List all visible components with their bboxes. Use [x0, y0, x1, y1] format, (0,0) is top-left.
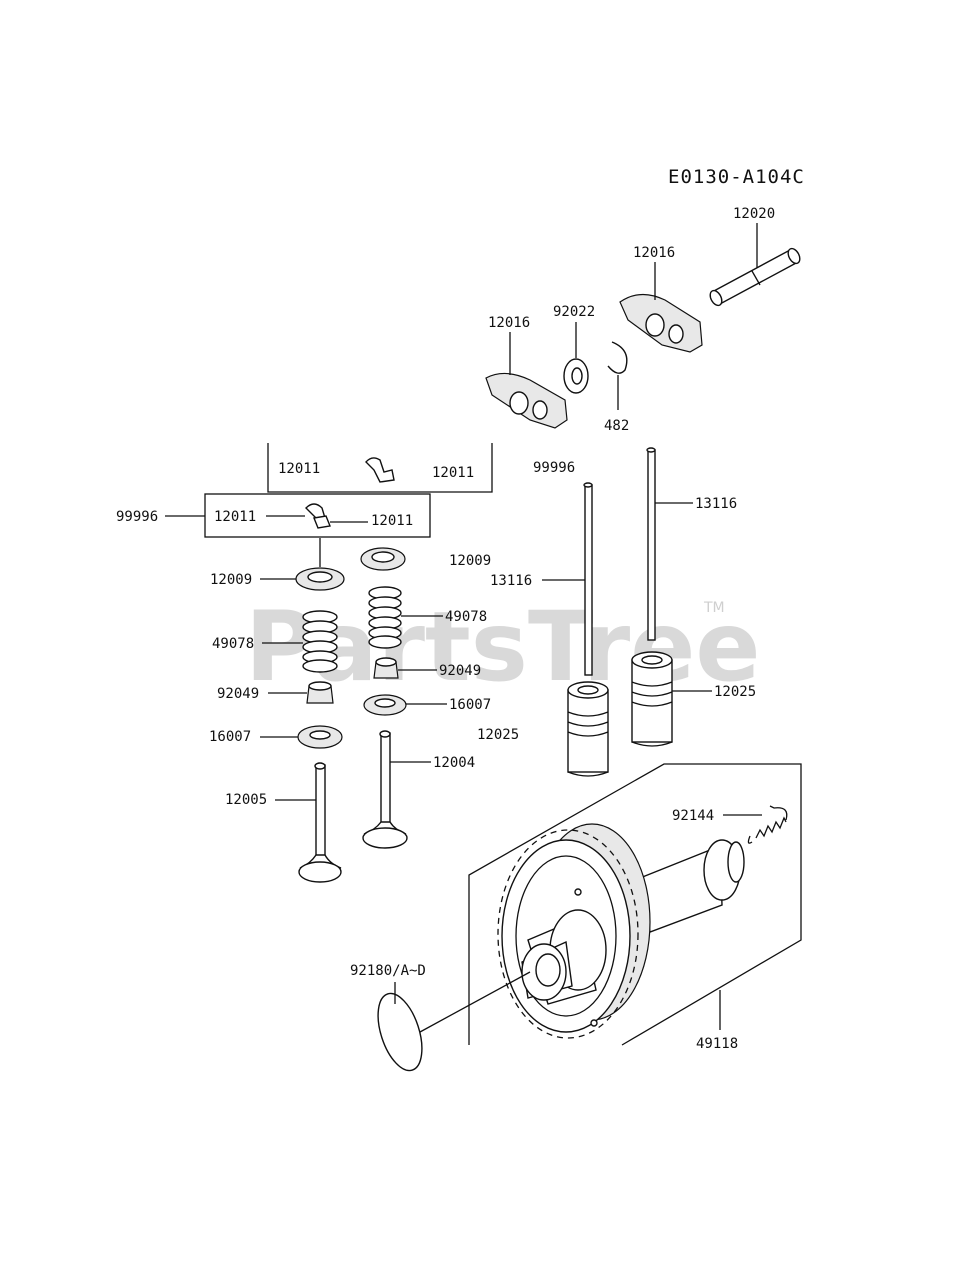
intake-valve-12004[interactable]: [362, 730, 431, 849]
label-92144[interactable]: 92144: [672, 808, 714, 824]
label-12005[interactable]: 12005: [225, 792, 267, 808]
label-49118[interactable]: 49118: [696, 1036, 738, 1052]
diagram-code: E0130-A104C: [668, 166, 805, 188]
label-12025-right[interactable]: 12025: [714, 684, 756, 700]
valve-spring-right-49078[interactable]: [368, 586, 443, 649]
exhaust-valve-12005[interactable]: [275, 762, 342, 883]
label-12011-inner-right[interactable]: 12011: [371, 513, 413, 529]
camshaft-49118[interactable]: [497, 823, 745, 1039]
label-49078-right[interactable]: 49078: [445, 609, 487, 625]
label-12016-left[interactable]: 12016: [488, 315, 530, 331]
label-92022[interactable]: 92022: [553, 304, 595, 320]
push-rod-left-13116[interactable]: [542, 482, 593, 676]
label-482[interactable]: 482: [604, 418, 629, 434]
label-49078-left[interactable]: 49078: [212, 636, 254, 652]
watermark-trademark: TM: [703, 600, 725, 616]
label-12011-upper-left[interactable]: 12011: [278, 461, 320, 477]
washer-92022[interactable]: [563, 322, 589, 394]
stem-seal-right-92049[interactable]: [373, 657, 437, 679]
label-12025-left[interactable]: 12025: [477, 727, 519, 743]
keeper-kit-box-99996: [165, 493, 431, 538]
label-16007-right[interactable]: 16007: [449, 697, 491, 713]
label-13116-left[interactable]: 13116: [490, 573, 532, 589]
label-12009-left[interactable]: 12009: [210, 572, 252, 588]
label-12011-upper-right[interactable]: 12011: [432, 465, 474, 481]
label-92180[interactable]: 92180/A~D: [350, 963, 426, 979]
rocker-arm-right-12016[interactable]: [619, 262, 703, 353]
label-12016-right[interactable]: 12016: [633, 245, 675, 261]
spring-92144[interactable]: [723, 805, 788, 844]
label-99996-kit[interactable]: 99996: [116, 509, 158, 525]
tappet-left-12025[interactable]: [567, 681, 609, 777]
rocker-shaft-12020[interactable]: [708, 223, 802, 307]
label-99996-pushrod[interactable]: 99996: [533, 460, 575, 476]
label-12009-right[interactable]: 12009: [449, 553, 491, 569]
label-92049-left[interactable]: 92049: [217, 686, 259, 702]
spring-seat-left-16007[interactable]: [260, 725, 343, 749]
rocker-arm-left-12016[interactable]: [485, 332, 568, 429]
valve-spring-left-49078[interactable]: [262, 610, 338, 673]
label-16007-left[interactable]: 16007: [209, 729, 251, 745]
stem-seal-left-92049[interactable]: [268, 681, 334, 704]
clip-482[interactable]: [607, 341, 628, 410]
keeper-kit-upper-box: [267, 443, 493, 493]
label-12004[interactable]: 12004: [433, 755, 475, 771]
camshaft-box: [468, 763, 802, 1046]
label-92049-right[interactable]: 92049: [439, 663, 481, 679]
label-12020[interactable]: 12020: [733, 206, 775, 222]
retainer-left-12009[interactable]: [260, 538, 345, 591]
push-rod-right-13116[interactable]: [646, 447, 693, 641]
label-12011-inner-left[interactable]: 12011: [214, 509, 256, 525]
tappet-right-12025[interactable]: [631, 651, 712, 747]
retainer-right-12009[interactable]: [360, 547, 406, 571]
label-13116-right[interactable]: 13116: [695, 496, 737, 512]
spring-seat-right-16007[interactable]: [363, 694, 447, 716]
shim-92180[interactable]: [370, 971, 531, 1076]
